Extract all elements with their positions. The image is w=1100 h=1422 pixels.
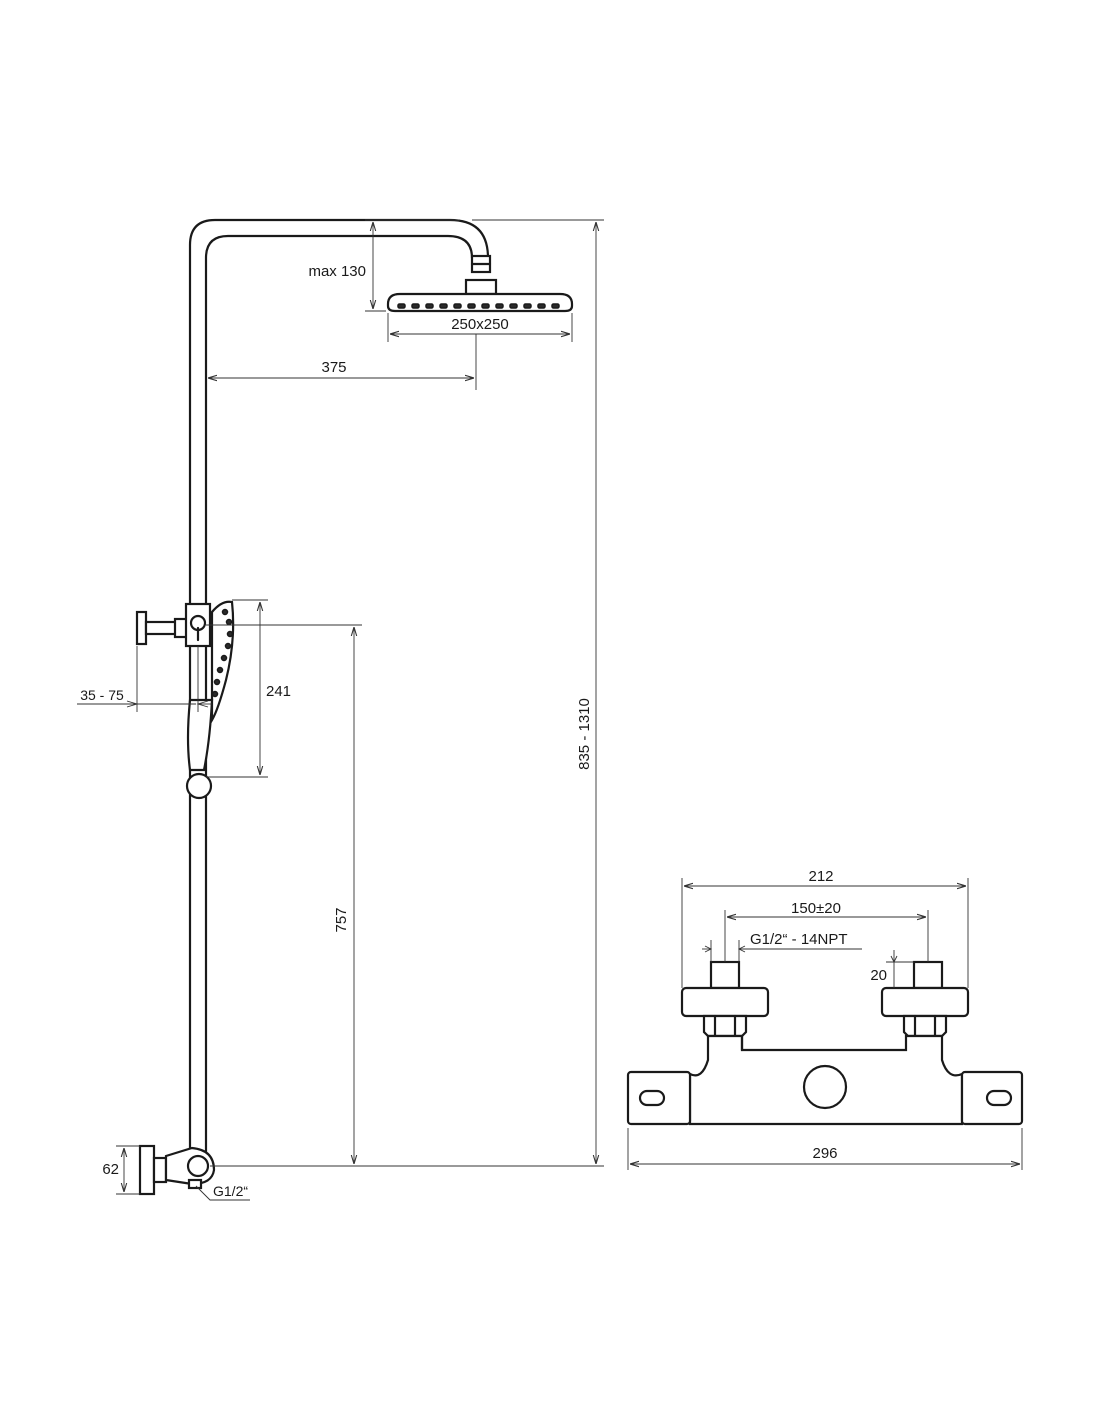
wall-bracket-arm: [144, 620, 178, 636]
label-835-1310: 835 - 1310: [576, 698, 593, 770]
wall-connector: [152, 1156, 168, 1184]
label-20: 20: [870, 967, 887, 984]
label-150: 150±20: [791, 900, 841, 917]
left-slot: [638, 1089, 666, 1107]
label-62: 62: [102, 1161, 119, 1178]
label-296: 296: [812, 1145, 837, 1162]
right-end-cap: [960, 1070, 1024, 1126]
right-cover-flange: [880, 986, 970, 1018]
column-dimensions: max 130 250x250 375 835 - 1310 241 35 - …: [77, 219, 604, 1201]
left-eccentric: [709, 960, 741, 990]
label-375: 375: [321, 359, 346, 376]
head-connector: [464, 278, 498, 296]
label-max-130: max 130: [308, 263, 366, 280]
label-150-tolerance: ±20: [816, 900, 841, 917]
bottom-thread-stub: [187, 1178, 203, 1190]
label-g12: G1/2“: [213, 1183, 248, 1199]
label-212: 212: [808, 868, 833, 885]
thermostatic-mixer: [626, 960, 1024, 1126]
left-cover-flange: [680, 986, 770, 1018]
left-nut: [702, 1014, 748, 1038]
leader-g12: [195, 1185, 250, 1201]
mixer-outlet: [802, 1064, 848, 1110]
shower-head-nozzles: [397, 303, 560, 309]
label-150-value: 150: [791, 900, 816, 917]
hose-connector: [185, 772, 213, 800]
label-757: 757: [333, 907, 350, 932]
wall-rosette: [138, 1144, 156, 1196]
wall-bracket-plate: [135, 610, 148, 646]
label-241: 241: [266, 683, 291, 700]
shower-column: [135, 218, 574, 1196]
right-eccentric: [912, 960, 944, 990]
mixer-dimensions: 212 150±20 G1/2“ - 14NPT 20 296: [627, 868, 1023, 1170]
right-slot: [985, 1089, 1013, 1107]
hand-shower-handle: [186, 698, 214, 772]
hand-shower-nozzles: [211, 608, 234, 698]
riser-pipe-outer: [188, 218, 490, 1162]
left-end-cap: [626, 1070, 692, 1126]
dim-arrow-35-75-a: [126, 700, 139, 708]
riser-pipe-inner: [204, 234, 474, 1162]
right-nut: [902, 1014, 948, 1038]
label-250x250: 250x250: [451, 316, 509, 333]
label-g12-14npt: G1/2“ - 14NPT: [750, 931, 848, 948]
label-35-75: 35 - 75: [80, 687, 124, 703]
bottom-elbow-nut: [186, 1154, 210, 1178]
